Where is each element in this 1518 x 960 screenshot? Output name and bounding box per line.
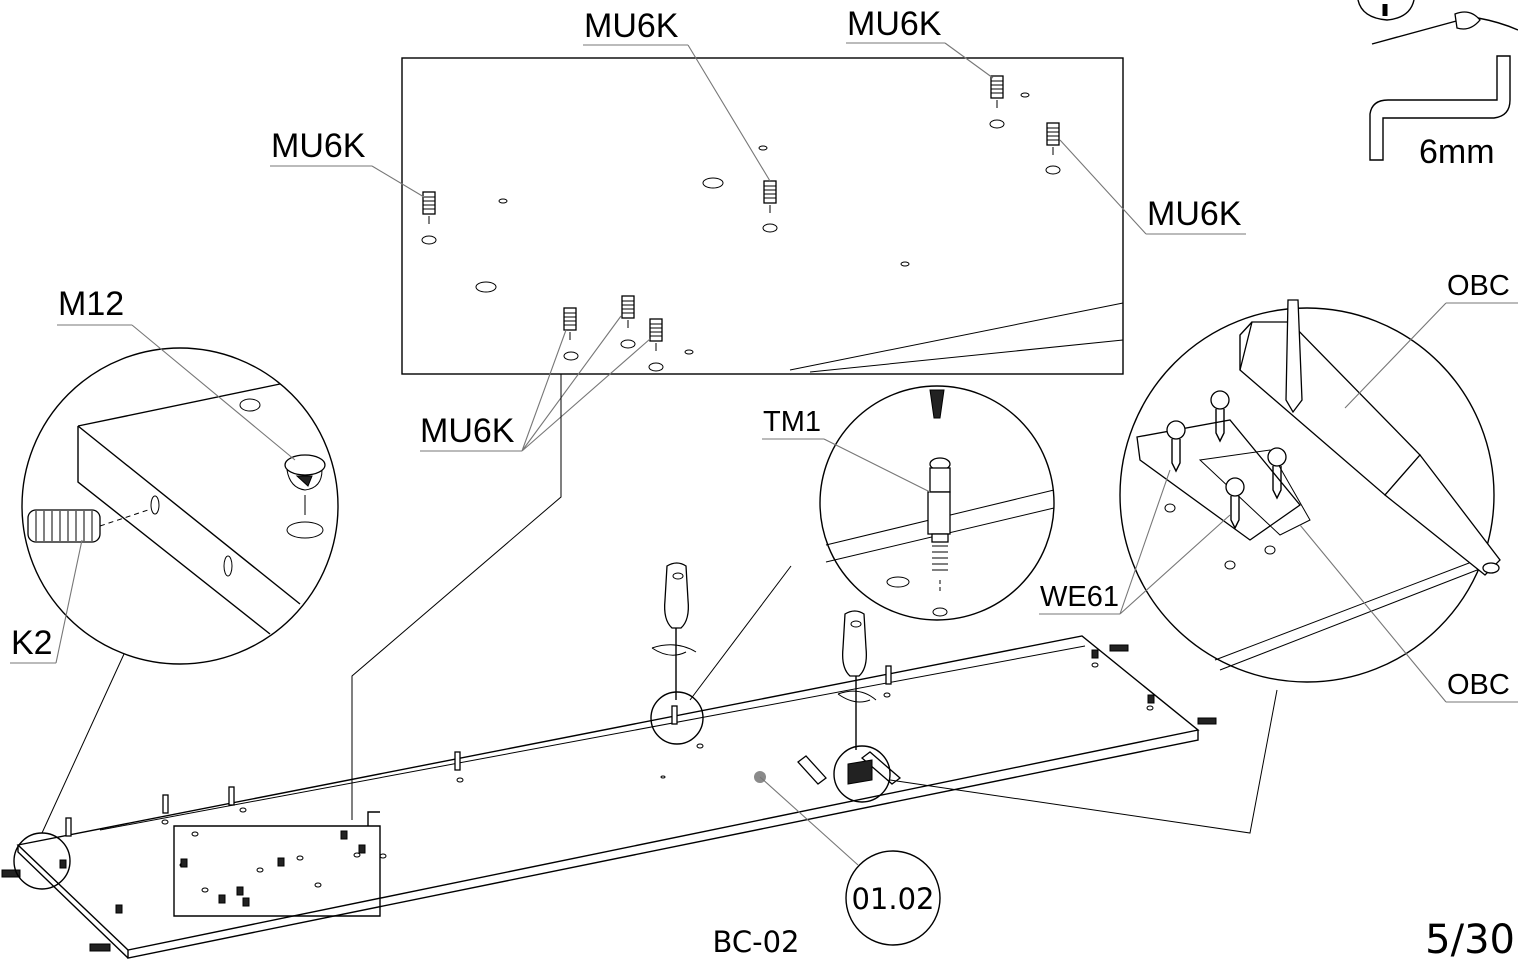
svg-text:MU6K: MU6K	[847, 5, 942, 43]
mu6k-insert	[620, 295, 636, 349]
svg-text:MU6K: MU6K	[584, 7, 679, 45]
label-obc-top: OBC	[1344, 270, 1518, 409]
k2-dowel-icon	[27, 509, 149, 543]
svg-text:WE61: WE61	[1040, 581, 1119, 613]
label-mu6k-top-left: MU6K	[583, 7, 771, 182]
label-mu6k-top-right: MU6K	[846, 5, 994, 79]
svg-text:MU6K: MU6K	[420, 412, 515, 450]
label-mu6k-left: MU6K	[270, 127, 425, 198]
svg-text:M12: M12	[58, 285, 124, 323]
detail-circle-obc	[1119, 299, 1501, 683]
k2-dowel-icon	[1, 644, 1217, 952]
mu6k-insert	[563, 307, 579, 361]
panel-fittings	[1, 644, 1217, 952]
callout-circle-obc	[833, 745, 891, 803]
detail-connectors	[41, 374, 1278, 834]
label-mu6k-bottom: MU6K	[420, 315, 651, 452]
mu6k-insert	[989, 75, 1005, 129]
svg-text:OBC: OBC	[1447, 270, 1510, 302]
page-indicator: 5/30	[1425, 917, 1515, 960]
screwdriver-icon	[651, 562, 697, 700]
svg-text:K2: K2	[11, 624, 53, 662]
svg-text:TM1: TM1	[763, 406, 821, 438]
part-number-callout: 01.02	[845, 850, 941, 946]
mu6k-insert	[762, 180, 778, 233]
model-code: BC-02	[713, 925, 800, 959]
label-mu6k-right: MU6K	[1059, 139, 1246, 235]
callout-circle-tm1	[650, 691, 704, 745]
screwdriver-icon	[1357, 0, 1518, 45]
label-k2: K2	[10, 539, 83, 664]
main-panel	[16, 635, 1200, 959]
mu6k-insert	[421, 191, 437, 245]
mu6k-insert	[648, 318, 664, 372]
part-marker	[754, 771, 859, 866]
label-obc-bottom: OBC	[1299, 524, 1518, 703]
svg-text:MU6K: MU6K	[1147, 195, 1242, 233]
mu6k-insert	[1045, 122, 1061, 175]
svg-text:01.02: 01.02	[851, 882, 934, 916]
svg-text:MU6K: MU6K	[271, 127, 366, 165]
detail-circle-tm1	[819, 385, 1055, 621]
screwdriver-icon	[837, 610, 877, 750]
svg-text:OBC: OBC	[1447, 669, 1510, 701]
label-m12: M12	[57, 285, 296, 461]
svg-text:6mm: 6mm	[1419, 133, 1495, 171]
label-we61: WE61	[1039, 469, 1231, 615]
detail-panel-mu6k	[401, 57, 1124, 375]
detail-circle-m12	[21, 347, 339, 665]
label-tm1: TM1	[762, 406, 931, 493]
hex-key-icon: 6mm	[1369, 55, 1511, 171]
